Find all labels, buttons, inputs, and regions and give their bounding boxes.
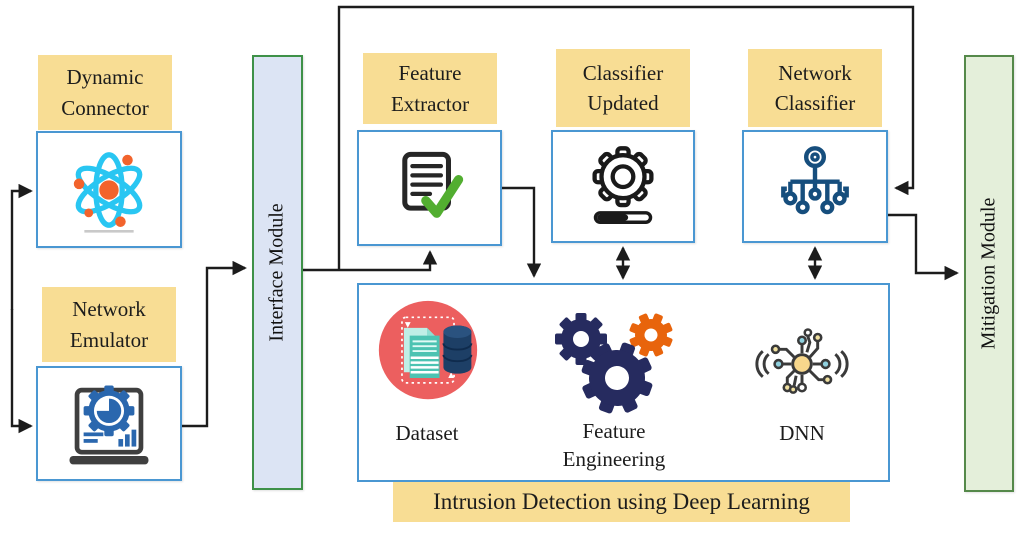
dataset-database-icon bbox=[378, 300, 478, 400]
arrow-network-classifier-to-mitigation bbox=[888, 213, 959, 281]
arrow-input-to-dynamic-connector bbox=[10, 183, 33, 310]
laptop-analytics-icon bbox=[69, 384, 149, 464]
mitigation-module-label: Mitigation Module bbox=[977, 197, 1000, 350]
atom-icon bbox=[73, 151, 143, 233]
ids-box: Dataset bbox=[357, 283, 890, 482]
arrow-interface-to-feature-extractor bbox=[303, 250, 438, 272]
arrow-feature-extractor-to-ids bbox=[502, 186, 542, 278]
gear-progress-icon bbox=[592, 145, 654, 224]
feature-extractor-label: Feature Extractor bbox=[363, 53, 497, 124]
interface-module: Interface Module bbox=[252, 55, 303, 490]
feature-engineering-label: Feature Engineering bbox=[562, 419, 666, 472]
interface-module-label: Interface Module bbox=[266, 203, 289, 342]
mitigation-module: Mitigation Module bbox=[964, 55, 1014, 492]
dnn-label: DNN bbox=[779, 421, 825, 445]
dynamic-connector-box bbox=[36, 131, 182, 248]
network-tree-icon bbox=[781, 145, 849, 214]
classifier-updated-label: Classifier Updated bbox=[556, 49, 690, 127]
arrow-emulator-to-interface bbox=[182, 260, 247, 428]
neural-network-icon bbox=[755, 328, 849, 394]
classifier-updated-box bbox=[551, 130, 695, 243]
feature-extractor-box bbox=[357, 130, 502, 246]
ids-caption: Intrusion Detection using Deep Learning bbox=[393, 482, 850, 522]
network-emulator-box bbox=[36, 366, 182, 481]
dynamic-connector-label: Dynamic Connector bbox=[38, 55, 172, 130]
arrow-input-to-network-emulator bbox=[10, 309, 33, 434]
network-classifier-label: Network Classifier bbox=[748, 49, 882, 127]
dataset-label: Dataset bbox=[395, 421, 459, 445]
network-classifier-box bbox=[742, 130, 888, 243]
gears-icon bbox=[555, 313, 673, 414]
network-emulator-label: Network Emulator bbox=[42, 287, 176, 362]
document-check-icon bbox=[401, 151, 463, 218]
